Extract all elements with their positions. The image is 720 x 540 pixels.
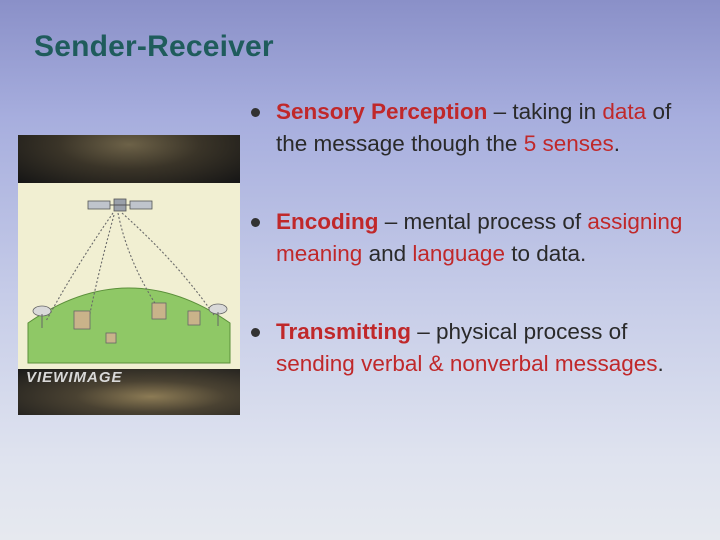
dish-antenna-icon	[208, 303, 228, 326]
bullet-term: Sensory Perception	[276, 99, 488, 124]
bullet-dot-icon	[251, 218, 260, 227]
bullet-transmitting: Transmitting – physical process of sendi…	[248, 316, 688, 380]
bullet-highlight: assigning meaning	[276, 209, 683, 266]
bullet-text: – mental process of	[378, 209, 588, 234]
bullet-highlight: language	[412, 241, 505, 266]
building-icon	[73, 302, 201, 344]
eye-photo-bottom	[18, 369, 240, 415]
bullet-highlight: 5 senses	[523, 131, 614, 156]
bullet-sensory-perception: Sensory Perception – taking in data of t…	[248, 96, 688, 160]
bullet-term: Transmitting	[276, 319, 412, 344]
bullet-list: Sensory Perception – taking in data of t…	[248, 96, 688, 380]
bullet-dot-icon	[251, 108, 260, 117]
bullet-text: and	[362, 241, 413, 266]
eye-photo-top	[18, 135, 240, 183]
dish-antenna-icon	[32, 305, 52, 328]
bullet-text: .	[613, 131, 621, 156]
watermark: VIEWIMAGE	[26, 369, 123, 386]
satellite-network-illustration: VIEWIMAGE	[18, 135, 240, 415]
bullet-text: to data.	[504, 241, 587, 266]
slide-title: Sender-Receiver	[34, 30, 274, 63]
bullet-encoding: Encoding – mental process of assigning m…	[248, 206, 688, 270]
bullet-highlight: data	[602, 99, 647, 124]
bullet-text: – physical process of	[411, 319, 628, 344]
bullet-text: of the message though the	[276, 99, 672, 156]
bullet-text: .	[657, 351, 664, 376]
bullet-highlight: sending verbal & nonverbal messages	[276, 351, 658, 376]
bullet-dot-icon	[251, 328, 260, 337]
satellite-icon	[87, 198, 153, 212]
satellite-diagram	[27, 198, 231, 364]
bullet-term: Encoding	[276, 209, 379, 234]
bullet-text: – taking in	[487, 99, 603, 124]
